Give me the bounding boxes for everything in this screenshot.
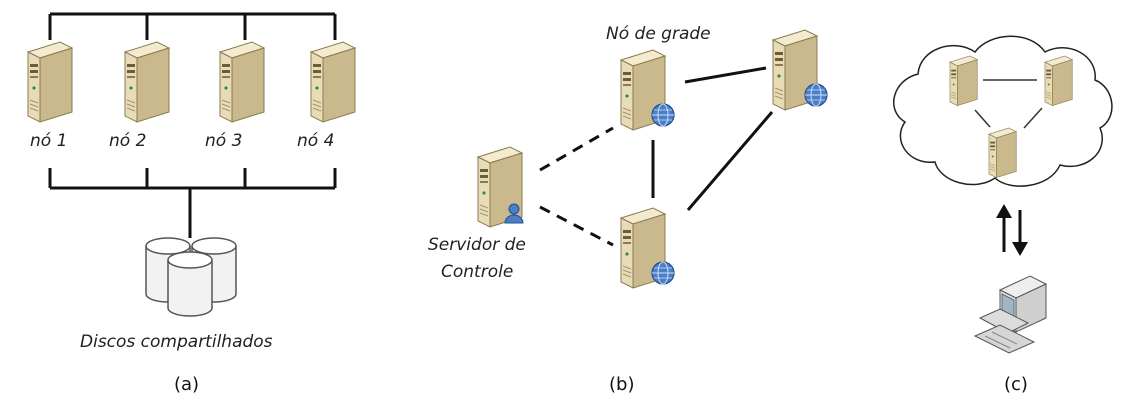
grid-node-label: Nó de grade (606, 24, 711, 44)
server-icon (310, 41, 356, 123)
server-icon (124, 41, 170, 123)
globe-badge-icon (804, 83, 828, 107)
control-server-label: Controle (441, 262, 513, 282)
bottom-bus-lines (48, 168, 337, 238)
node-label: nó 4 (297, 131, 334, 151)
server-icon (27, 41, 73, 123)
globe-badge-icon (651, 103, 675, 127)
node-label: nó 3 (205, 131, 242, 151)
control-links-dashed (539, 126, 614, 247)
storage-label: Discos compartilhados (80, 332, 273, 352)
grid-links-solid (651, 66, 774, 211)
caption-a: (a) (174, 374, 199, 395)
server-icon (1044, 55, 1073, 106)
node-label: nó 1 (30, 131, 67, 151)
server-icon (219, 41, 265, 123)
cloud-links (974, 79, 1043, 129)
caption-b: (b) (609, 374, 634, 395)
control-server-label: Servidor de (428, 235, 526, 255)
node-label: nó 2 (109, 131, 146, 151)
panel-a: nó 1 nó 2 nó 3 nó 4 Discos compartilhado… (27, 12, 356, 395)
panel-b: Nó de grade Servidor de Controle (b) (428, 24, 828, 395)
computer-icon (973, 275, 1048, 354)
globe-badge-icon (651, 261, 675, 285)
caption-c: (c) (1004, 374, 1028, 395)
shared-disks-icon (145, 237, 237, 317)
server-icon (988, 127, 1017, 178)
bidirectional-arrows-icon (996, 204, 1028, 256)
user-badge-icon (504, 203, 524, 224)
top-bus-lines (48, 12, 337, 40)
panel-c: (c) (893, 35, 1113, 395)
server-icon (949, 55, 978, 106)
